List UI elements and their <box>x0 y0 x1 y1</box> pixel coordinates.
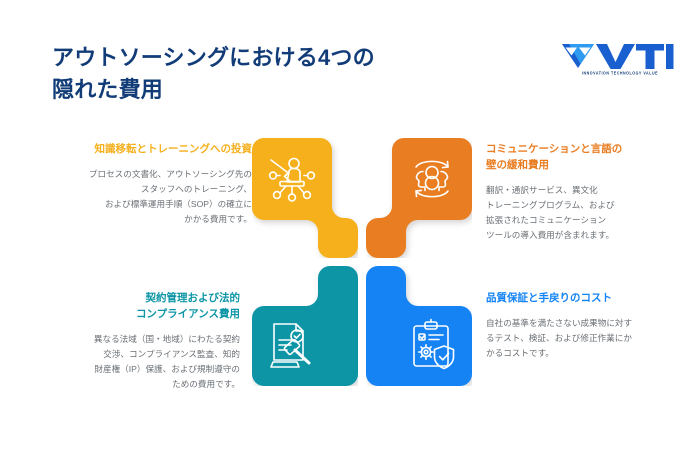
clipboard-gear-shield-icon <box>405 318 459 372</box>
logo-mark <box>560 42 674 70</box>
gavel-document-icon <box>265 318 319 372</box>
header: アウトソーシングにおける4つの 隠れた費用 INNOVATION TECHNOL… <box>0 0 700 120</box>
two-faces-exchange-icon <box>405 152 459 206</box>
quadrant-knowledge-transfer[interactable] <box>252 138 358 258</box>
block-contract-legal-compliance: 契約管理および法的 コンプライアンス費用 異なる法域（国・地域）にわたる契約 交… <box>28 291 240 392</box>
quadrant-contract-legal-compliance[interactable] <box>252 266 358 386</box>
page-title: アウトソーシングにおける4つの 隠れた費用 <box>52 45 375 102</box>
block-body: 自社の基準を満たさない成果物に対す るテスト、検証、および修正作業にか かるコス… <box>486 317 633 358</box>
block-knowledge-transfer: 知識移転とトレーニングへの投資 プロセスの文書化、アウトソーシング先の スタッフ… <box>40 142 252 227</box>
block-heading: 品質保証と手戻りのコスト <box>486 292 612 304</box>
quadrant-quality-assurance-rework[interactable] <box>366 266 472 386</box>
trainer-network-icon <box>265 152 319 206</box>
block-heading: 知識移転とトレーニングへの投資 <box>94 143 253 155</box>
pinwheel-graphic <box>252 138 472 386</box>
logo: INNOVATION TECHNOLOGY VALUE <box>560 40 676 86</box>
logo-tagline: INNOVATION TECHNOLOGY VALUE <box>581 71 659 76</box>
quadrant-communication-language[interactable] <box>366 138 472 258</box>
block-communication-language: コミュニケーションと言語の 壁の緩和費用 翻訳・通訳サービス、異文化 トレーニン… <box>486 142 698 243</box>
block-quality-assurance-rework: 品質保証と手戻りのコスト 自社の基準を満たさない成果物に対す るテスト、検証、お… <box>486 291 698 361</box>
block-heading: コミュニケーションと言語の 壁の緩和費用 <box>486 143 623 171</box>
block-heading: 契約管理および法的 コンプライアンス費用 <box>135 292 240 320</box>
block-body: 翻訳・通訳サービス、異文化 トレーニングプログラム、および 拡張されたコミュニケ… <box>486 184 615 240</box>
block-body: プロセスの文書化、アウトソーシング先の スタッフへのトレーニング、 および標準運… <box>88 168 252 224</box>
block-body: 異なる法域（国・地域）にわたる契約 交渉、コンプライアンス監査、知的 財産権（I… <box>93 333 240 389</box>
